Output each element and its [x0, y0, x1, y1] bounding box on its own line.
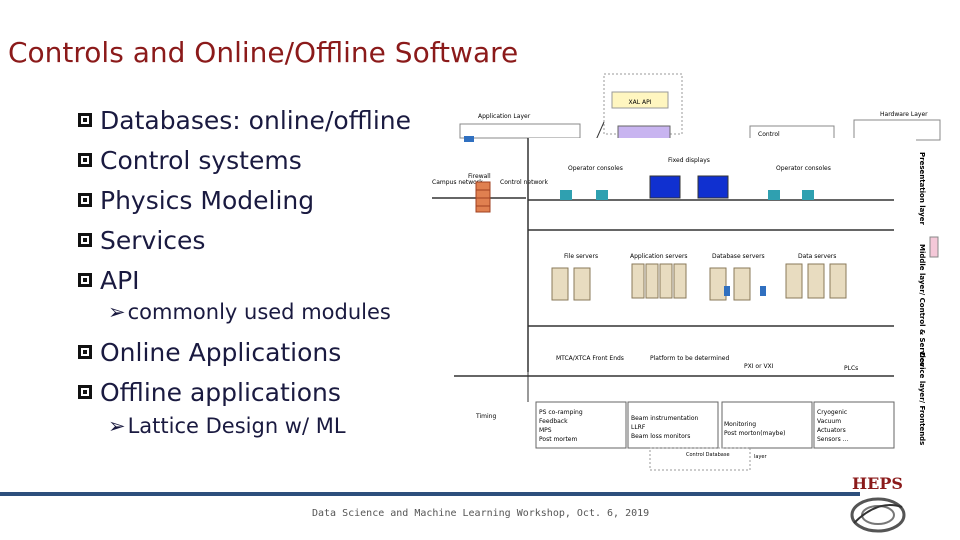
timing-label: Timing [475, 413, 496, 420]
arrow-bullet-icon: ➢ [108, 414, 126, 438]
display-icon [697, 175, 729, 199]
pxi-vxi-label: PXI or VXI [744, 363, 774, 370]
square-bullet-icon [78, 193, 92, 207]
bullet-online-applications: Online Applications [78, 338, 341, 367]
operator-consoles-right-label: Operator consoles [776, 165, 831, 172]
application-layer-label: Application Layer [478, 113, 531, 120]
sub-bullet-modules: ➢commonly used modules [108, 300, 391, 324]
bullet-services: Services [78, 226, 205, 255]
square-bullet-icon [78, 113, 92, 127]
control-network-label: Control network [500, 179, 548, 186]
platform-label: Platform to be determined [650, 355, 729, 362]
data-servers-label: Data servers [798, 253, 836, 260]
middle-layer-label: Middle layer/ Control & Service [918, 244, 926, 367]
presentation-layer-label: Presentation layer [918, 152, 926, 225]
box-ps-line-3: MPS [539, 427, 552, 434]
monitor-icon [802, 190, 814, 200]
square-bullet-icon [78, 385, 92, 399]
box-cryo-line-3: Actuators [817, 427, 846, 434]
monitor-icon [596, 190, 608, 200]
square-bullet-icon [78, 153, 92, 167]
device-layer-label: Device layer/ Frontends [918, 352, 926, 445]
operator-consoles-left-label: Operator consoles [568, 165, 623, 172]
bullet-physics-modeling: Physics Modeling [78, 186, 314, 215]
server-icon [785, 263, 847, 299]
database-servers-label: Database servers [712, 253, 765, 260]
box-monitoring-line-2: Post morton(maybe) [724, 430, 786, 437]
control-label: Control [758, 131, 780, 138]
file-servers-label: File servers [564, 253, 598, 260]
heps-logo-icon [850, 497, 906, 533]
box-cryo-line-2: Vacuum [817, 418, 841, 425]
server-icon [709, 267, 766, 301]
firewall-label: Firewall [468, 173, 491, 180]
monitor-icon [768, 190, 780, 200]
square-bullet-icon [78, 345, 92, 359]
campus-network-label: Campus network [432, 179, 483, 186]
box-ps-line-4: Post mortem [539, 436, 577, 443]
slide-title: Controls and Online/Offline Software [8, 36, 519, 69]
server-icon [631, 263, 687, 299]
box-cryo-line-4: Sensors ... [817, 436, 848, 443]
control-database-label: Control Database [686, 452, 730, 458]
xal-api-label: XAL API [629, 99, 652, 106]
architecture-diagram: XAL API Application Layer Hardware Layer… [432, 73, 941, 471]
firewall-icon [475, 181, 491, 213]
hardware-layer-label: Hardware Layer [880, 111, 928, 118]
box-ps-line-2: Feedback [539, 418, 568, 425]
bullet-api: API [78, 266, 140, 295]
sub-bullet-lattice: ➢Lattice Design w/ ML [108, 414, 346, 438]
mtca-front-ends-label: MTCA/XTCA Front Ends [556, 355, 624, 362]
bullet-databases: Databases: online/offline [78, 106, 411, 135]
box-beam-line-1: Beam instrumentation [631, 415, 699, 422]
server-icon [551, 267, 591, 301]
layer-bottom-label: layer [754, 454, 767, 460]
box-cryo-line-1: Cryogenic [817, 409, 847, 416]
square-bullet-icon [78, 233, 92, 247]
box-monitoring-line-1: Monitoring [724, 421, 756, 428]
fixed-displays-label: Fixed displays [668, 157, 710, 164]
display-icon [649, 175, 681, 199]
arrow-bullet-icon: ➢ [108, 300, 126, 324]
monitor-icon [560, 190, 572, 200]
heps-logo-text: HEPS [852, 474, 903, 493]
footer-divider [0, 492, 860, 496]
box-beam-line-3: Beam loss monitors [631, 433, 690, 440]
box-ps-line-1: PS co-ramping [539, 409, 583, 416]
bullet-control-systems: Control systems [78, 146, 302, 175]
bullet-offline-applications: Offline applications [78, 378, 341, 407]
square-bullet-icon [78, 273, 92, 287]
footer-text: Data Science and Machine Learning Worksh… [312, 508, 650, 519]
plcs-label: PLCs [844, 365, 858, 372]
application-servers-label: Application servers [630, 253, 688, 260]
xal-api-box [611, 91, 669, 109]
box-beam-line-2: LLRF [631, 424, 646, 431]
